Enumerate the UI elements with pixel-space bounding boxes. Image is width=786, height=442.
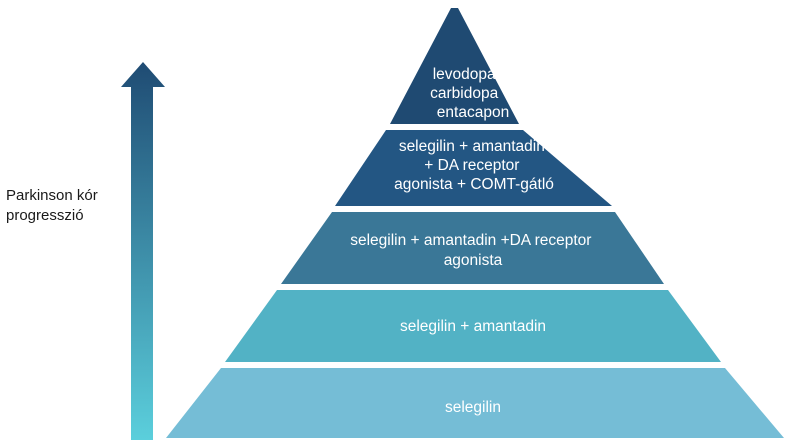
tier-label-line: selegilin + amantadin [399, 138, 545, 155]
tier-label-line: selegilin + amantadin +DA receptor [350, 232, 591, 249]
tier-label-line: carbidopa + [430, 85, 511, 102]
pyramid-tier-shape [390, 8, 519, 124]
tier-label-line: agonista + COMT-gátló [394, 176, 554, 193]
svg-text:selegilin + amantadin +DA rece: selegilin + amantadin +DA receptor agoni… [350, 232, 596, 269]
pyramid-tier-shape [335, 130, 612, 206]
svg-text:levodopa + carbidopa +: levodopa + carbidopa + entacapon [430, 66, 516, 121]
tier-label-line: agonista [444, 252, 503, 269]
svg-text:selegilin + amantadin +: selegilin + amantadin + DA receptor agon… [394, 138, 554, 193]
pyramid-tier-3: selegilin + amantadin +DA receptor agoni… [281, 212, 664, 284]
pyramid-tier-5: selegilin [166, 368, 784, 438]
tier-label-line: + DA receptor [424, 157, 519, 174]
pyramid-tier-2: selegilin + amantadin + DA receptor agon… [335, 130, 612, 206]
progression-arrow [121, 62, 165, 440]
pyramid-tier-shape [166, 368, 784, 438]
tier-label-line: entacapon [437, 104, 509, 121]
pyramid-tier-4: selegilin + amantadin [225, 290, 721, 362]
tier-label-line: selegilin [445, 399, 501, 416]
axis-label-line: progresszió [6, 207, 84, 224]
progression-axis-label: Parkinson kór progresszió [6, 186, 126, 226]
svg-text:selegilin + amantadin: selegilin + amantadin [400, 318, 546, 335]
svg-text:selegilin: selegilin [445, 399, 501, 416]
pyramid-tier-1: levodopa + carbidopa + entacapon [390, 8, 519, 124]
axis-label-line: Parkinson kór [6, 187, 98, 204]
pyramid-tier-shape [281, 212, 664, 284]
tier-label-line: levodopa + [433, 66, 509, 83]
pyramid-tier-shape [225, 290, 721, 362]
tier-label-line: selegilin + amantadin [400, 318, 546, 335]
